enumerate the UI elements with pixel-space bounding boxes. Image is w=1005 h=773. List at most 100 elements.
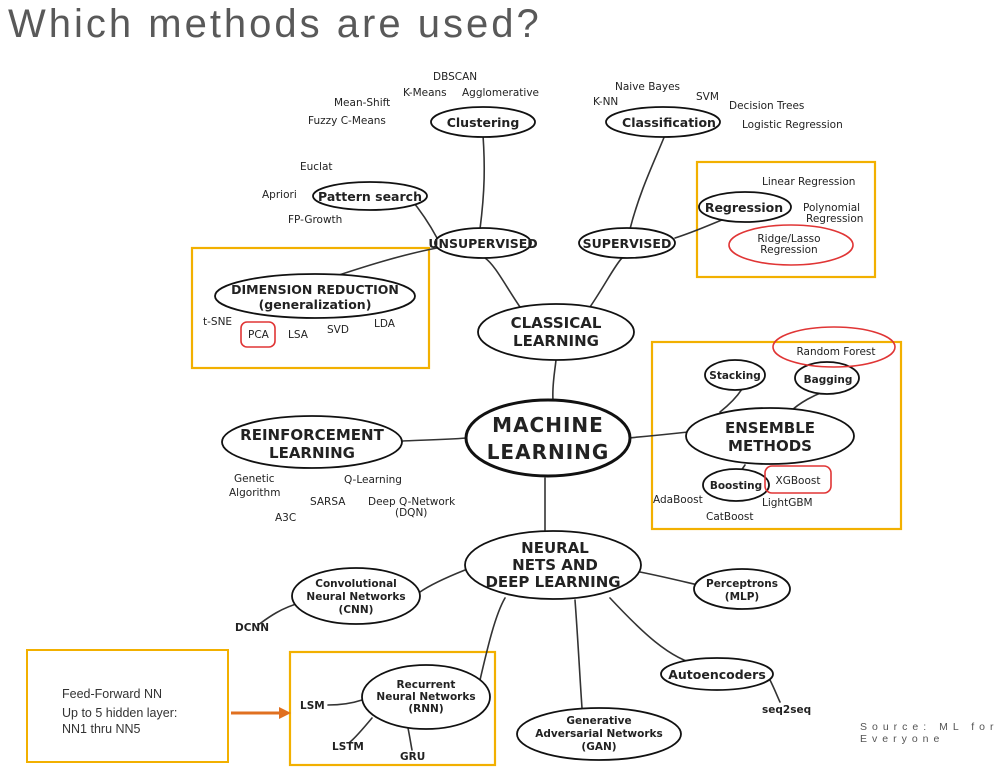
rnn-line3: (RNN) (408, 703, 443, 715)
slide-title: Which methods are used? (8, 2, 542, 46)
neural-line3: DEEP LEARNING (485, 573, 620, 591)
rnn-child: GRU (400, 751, 425, 763)
boosting-node (702, 468, 770, 502)
branch-neural-gan (574, 599, 583, 709)
classification-item: Naive Bayes (615, 81, 680, 93)
rnn-line2: Neural Networks (376, 691, 475, 703)
clustering-item: K-Means (403, 87, 447, 99)
clustering-item: Fuzzy C-Means (308, 115, 386, 127)
reinforcement-item: Algorithm (229, 487, 280, 499)
random-forest-label: Random Forest (796, 346, 875, 358)
xgboost-red-circle (764, 465, 832, 494)
regression-item: Regression (806, 213, 863, 225)
branch-center-reinforcement (402, 437, 468, 442)
autoencoders-node (660, 657, 774, 691)
reinforcement-item: (DQN) (395, 507, 427, 519)
dimred-item: SVD (327, 324, 349, 336)
cnn-line2: Neural Networks (306, 591, 405, 603)
pattern-search-node (312, 181, 428, 211)
reinforcement-item: Deep Q-Network (368, 496, 456, 508)
stacking-label: Stacking (709, 370, 760, 382)
ensemble-item: CatBoost (706, 511, 754, 523)
branch-neural-autoencoders (609, 597, 701, 666)
ensemble-line1: ENSEMBLE (725, 419, 815, 437)
dcnn-label: DCNN (235, 622, 269, 634)
reinforcement-line1: REINFORCEMENT (240, 426, 384, 444)
machine-learning-line1: MACHINE (492, 413, 604, 437)
note-line1: Feed-Forward NN (62, 687, 163, 701)
rnn-child: LSTM (332, 741, 364, 753)
branch-rnn-lsm (327, 699, 363, 706)
branch-neural-perceptrons (639, 571, 699, 586)
neural-line1: NEURAL (521, 539, 589, 557)
unsupervised-node (434, 227, 532, 259)
cnn-line3: (CNN) (339, 604, 374, 616)
unsupervised-label: UNSUPERVISED (428, 236, 537, 251)
note-line3: NN1 thru NN5 (62, 722, 141, 736)
branch-center-ensemble (627, 431, 689, 439)
rnn-node (361, 664, 491, 730)
perceptrons-line1: Perceptrons (706, 578, 778, 590)
regression-highlight (695, 160, 877, 279)
branch-rnn-gru (407, 727, 413, 751)
classification-item: Logistic Regression (742, 119, 843, 131)
boosting-label: Boosting (710, 480, 762, 492)
regression-item: Regression (760, 244, 817, 256)
bagging-label: Bagging (804, 374, 853, 386)
dimension-reduction-line2: (generalization) (259, 297, 372, 312)
pattern-search-label: Pattern search (318, 189, 422, 204)
dimred-item: LDA (374, 318, 396, 330)
cnn-line1: Convolutional (315, 578, 397, 590)
regression-node (698, 191, 792, 223)
gan-line1: Generative (566, 715, 631, 727)
clustering-label: Clustering (447, 115, 520, 130)
source-line2: Everyone (860, 733, 945, 745)
dimension-reduction-line1: DIMENSION REDUCTION (231, 282, 399, 297)
clustering-item: DBSCAN (433, 71, 477, 83)
classification-item: K-NN (593, 96, 618, 108)
dimred-item: PCA (248, 329, 270, 341)
bagging-node (794, 361, 860, 395)
seq2seq-label: seq2seq (762, 704, 811, 716)
ridge-lasso-red-circle (728, 224, 854, 266)
dimension-reduction-node (214, 273, 416, 319)
reinforcement-item: A3C (275, 512, 296, 524)
regression-item: Polynomial (803, 202, 860, 214)
source-credit: Source: ML for Everyone (860, 721, 1000, 745)
branch-supervised-classification (629, 134, 666, 230)
dimred-item: LSA (288, 329, 309, 341)
feed-forward-note: Feed-Forward NN Up to 5 hidden layer: NN… (26, 649, 229, 763)
reinforcement-line2: LEARNING (269, 444, 355, 462)
pattern-item: Apriori (262, 189, 297, 201)
branch-unsupervised-clustering (479, 134, 486, 230)
reinforcement-item: SARSA (310, 496, 346, 508)
classification-node (605, 106, 721, 138)
reinforcement-item: Genetic (234, 473, 275, 485)
classical-line2: LEARNING (513, 332, 599, 350)
pattern-item: Euclat (300, 161, 333, 173)
rnn-child: LSM (300, 700, 325, 712)
classification-item: SVM (696, 91, 719, 103)
supervised-label: SUPERVISED (583, 236, 672, 251)
xgboost-label: XGBoost (776, 475, 821, 487)
gan-line3: (GAN) (581, 741, 616, 753)
source-line1: Source: ML for (860, 721, 999, 733)
ensemble-methods-node (685, 407, 855, 465)
dimred-item: t-SNE (203, 316, 232, 328)
perceptrons-node (693, 568, 791, 610)
clustering-node (430, 106, 536, 138)
neural-nets-node (464, 530, 642, 600)
branch-neural-rnn (479, 597, 506, 681)
classical-line1: CLASSICAL (511, 314, 602, 332)
dimension-reduction-highlight (190, 246, 431, 370)
clustering-item: Mean-Shift (334, 97, 390, 109)
stacking-node (704, 359, 766, 391)
classical-learning-node (477, 303, 635, 361)
pattern-item: FP-Growth (288, 214, 342, 226)
ensemble-item: AdaBoost (653, 494, 703, 506)
machine-learning-line2: LEARNING (487, 440, 610, 464)
branch-classical-unsupervised (484, 257, 521, 308)
gan-line2: Adversarial Networks (535, 728, 663, 740)
branch-center-classical (552, 359, 557, 401)
